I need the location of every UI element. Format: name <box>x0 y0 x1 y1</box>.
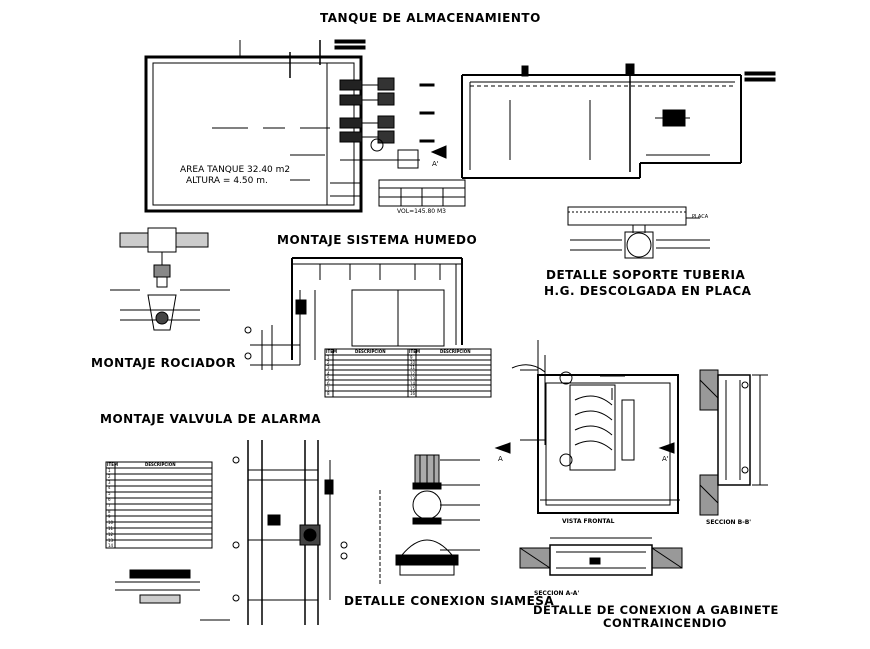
legend-valvula-item-12: 12 <box>108 531 114 537</box>
section-b-label: SECCION B-B' <box>706 519 752 526</box>
legend-valvula-item-2: 2 <box>108 473 111 479</box>
alarm-valve-legend <box>105 461 213 549</box>
title-wet-system: MONTAJE SISTEMA HUMEDO <box>277 233 478 247</box>
legend-humedo-item-15: 15 <box>410 386 416 392</box>
title-cabinet-line1: DETALLE DE CONEXION A GABINETE <box>533 603 779 617</box>
tank-volume-label: VOL=145.80 M3 <box>397 208 446 215</box>
siamese-connection <box>379 454 480 585</box>
cabinet-section-b <box>699 369 768 516</box>
sprinkler-assembly <box>110 227 230 331</box>
legend-valvula-item-8: 8 <box>108 508 111 514</box>
legend-valvula-item-11: 11 <box>108 526 114 531</box>
legend-humedo-item-1: 1 <box>327 355 330 360</box>
legend-humedo-item-6: 6 <box>327 381 330 386</box>
title-tank: TANQUE DE ALMACENAMIENTO <box>320 11 541 25</box>
legend-valvula-header-desc: DESCRIPCION <box>145 462 176 467</box>
legend-humedo-item-8: 8 <box>327 391 330 397</box>
legend-humedo-header-item: ITEM <box>326 349 337 354</box>
alarm-valve-assembly <box>200 440 348 625</box>
cabinet-front-view <box>511 340 680 514</box>
legend-valvula-item-6: 6 <box>108 497 111 502</box>
legend-humedo-item-14: 14 <box>410 381 416 386</box>
legend-humedo-item-2: 2 <box>327 360 330 366</box>
tank-height-label: ALTURA = 4.50 m. <box>186 176 268 186</box>
legend-valvula-item-10: 10 <box>108 520 114 526</box>
wet-system-legend <box>324 348 492 398</box>
legend-valvula-item-7: 7 <box>108 502 111 508</box>
legend-humedo-item-5: 5 <box>327 375 330 381</box>
cabinet-section-a <box>519 537 683 576</box>
legend-humedo-item-3: 3 <box>327 365 330 371</box>
title-cabinet-line2: CONTRAINCENDIO <box>603 616 727 630</box>
legend-humedo-item-16: 16 <box>410 391 416 397</box>
legend-humedo-item-10: 10 <box>410 360 416 366</box>
legend-valvula-item-3: 3 <box>108 479 111 485</box>
legend-humedo-item-11: 11 <box>410 365 416 371</box>
legend-valvula-item-14: 14 <box>108 543 114 549</box>
legend-humedo-header-desc: DESCRIPCION <box>355 349 386 354</box>
drain-detail <box>115 569 200 604</box>
legend-humedo-item-13: 13 <box>410 375 416 381</box>
title-sprinkler: MONTAJE ROCIADOR <box>91 356 236 370</box>
marker-a-top: A' <box>432 160 439 168</box>
section-a-label: SECCION A-A' <box>534 590 580 597</box>
legend-humedo-item-12: 12 <box>410 370 416 376</box>
legend-valvula-item-4: 4 <box>108 485 111 491</box>
marker-a-left: A <box>498 455 503 463</box>
legend-valvula-header-item: ITEM <box>107 462 118 467</box>
legend-humedo-header-desc2: DESCRIPCION <box>440 349 471 354</box>
legend-valvula-item-13: 13 <box>108 537 114 543</box>
title-siamese: DETALLE CONEXION SIAMESA <box>344 594 555 608</box>
marker-a-right: A' <box>662 455 669 463</box>
legend-humedo-item-7: 7 <box>327 386 330 392</box>
pipe-support-detail <box>567 206 710 259</box>
legend-valvula-item-5: 5 <box>108 491 111 497</box>
legend-valvula-item-1: 1 <box>108 468 111 473</box>
legend-humedo-item-4: 4 <box>327 370 330 376</box>
tank-area-label: AREA TANQUE 32.40 m2 <box>180 165 291 175</box>
wet-system-assembly <box>244 257 463 370</box>
title-alarm-valve: MONTAJE VALVULA DE ALARMA <box>100 412 321 426</box>
tank-section <box>461 63 776 179</box>
front-view-label: VISTA FRONTAL <box>562 518 615 525</box>
legend-humedo-item-9: 9 <box>410 355 413 360</box>
legend-valvula-item-9: 9 <box>108 514 111 520</box>
slab-label: PLACA <box>692 214 709 220</box>
legend-humedo-header-item2: ITEM <box>409 349 420 354</box>
title-support-line2: H.G. DESCOLGADA EN PLACA <box>544 284 752 298</box>
tank-plan <box>144 39 466 213</box>
title-support-line1: DETALLE SOPORTE TUBERIA <box>546 268 746 282</box>
